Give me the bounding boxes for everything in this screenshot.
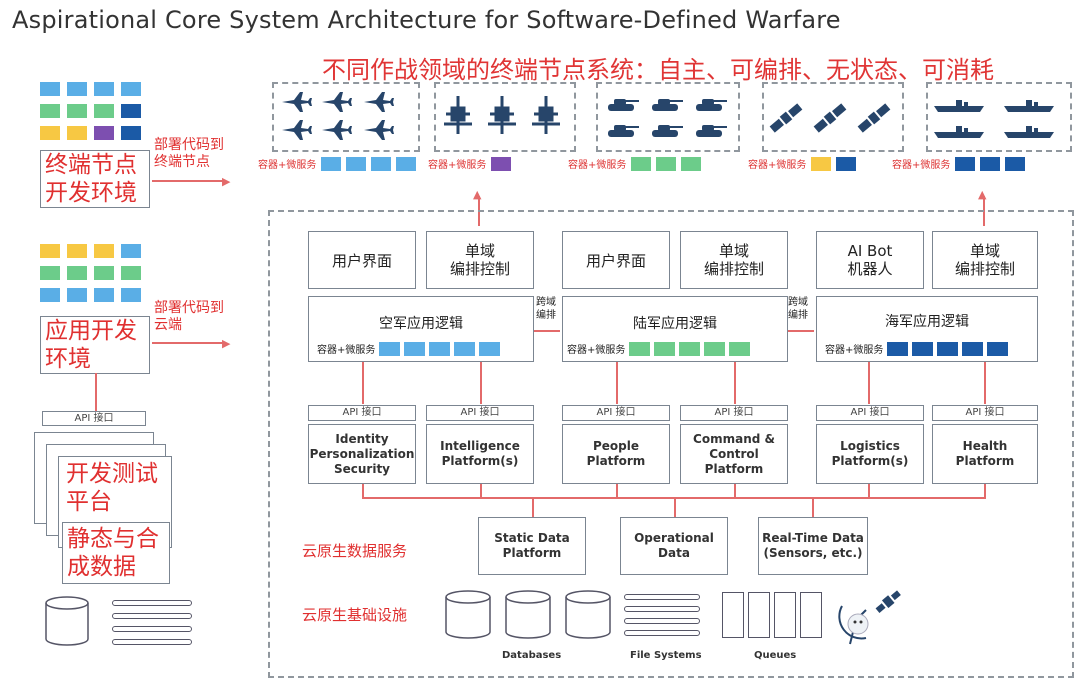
platform-identity: Identity Personalization Security [308, 424, 416, 484]
container-caption: 容器+微服务 [825, 345, 884, 356]
fighter-jet-icon [282, 92, 394, 140]
api-3: API 接口 [562, 405, 670, 421]
endpoint-sea [926, 82, 1072, 152]
platform-command-control: Command & Control Platform [680, 424, 788, 484]
navy-logic-box: 海军应用逻辑 容器+微服务 [816, 296, 1038, 362]
cloud-region [268, 210, 1074, 678]
diagram-subtitle: 不同作战领域的终端节点系统：自主、可编排、无状态、可消耗 [322, 56, 994, 84]
ship-icon [934, 100, 1054, 138]
app-dev-env: 应用开发 环境 [40, 316, 150, 374]
navy-ui: AI Bot 机器人 [816, 231, 924, 289]
navy-ctrl: 单域 编排控制 [932, 231, 1038, 289]
air-logic: 空军应用逻辑 [379, 316, 463, 332]
test-platform-label: 开发测试 平台 [66, 461, 158, 515]
air-ctrl: 单域 编排控制 [426, 231, 534, 289]
air-ui: 用户界面 [308, 231, 416, 289]
deploy-endpoint-label: 部署代码到 终端节点 [154, 137, 224, 170]
container-caption: 容器+微服务 [428, 160, 487, 171]
satellite-small-icon [875, 590, 901, 613]
endpoint-air [272, 82, 420, 152]
tank-icon [608, 99, 727, 137]
databases-label: Databases [502, 650, 562, 661]
land-ctrl: 单域 编排控制 [680, 231, 788, 289]
left-database-icon [45, 596, 89, 646]
left-filesystem-icon [112, 600, 192, 645]
container-caption: 容器+微服务 [748, 160, 807, 171]
endpoint-land [596, 82, 740, 152]
database-icon [445, 590, 611, 639]
container-caption: 容器+微服务 [567, 345, 626, 356]
endpoint-row: 容器+微服务 容器+微服务 容器+微服务 [258, 82, 1072, 182]
data-static: Static Data Platform [478, 517, 586, 575]
api-4: API 接口 [680, 405, 788, 421]
endpoint-drone-containers: 容器+微服务 [428, 156, 512, 171]
container-caption: 容器+微服务 [317, 345, 376, 356]
platform-intelligence: Intelligence Platform(s) [426, 424, 534, 484]
platform-health: Health Platform [932, 424, 1038, 484]
land-logic: 陆军应用逻辑 [633, 316, 717, 332]
queues-label: Queues [754, 650, 797, 661]
container-caption: 容器+微服务 [258, 160, 317, 171]
filesystems-label: File Systems [630, 650, 702, 661]
endpoint-space-containers: 容器+微服务 [748, 156, 857, 171]
endpoint-air-containers: 容器+微服务 [258, 156, 417, 171]
air-logic-box: 空军应用逻辑 容器+微服务 [308, 296, 534, 362]
filesystem-icon [624, 594, 700, 636]
container-caption: 容器+微服务 [892, 160, 951, 171]
app-tile-grid [40, 244, 150, 306]
api-1: API 接口 [308, 405, 416, 421]
endpoint-space [762, 82, 904, 152]
cloud-data-services-label: 云原生数据服务 [302, 542, 408, 560]
endpoint-land-containers: 容器+微服务 [568, 156, 702, 171]
api-6: API 接口 [932, 405, 1038, 421]
endpoint-drone [434, 82, 576, 152]
diagram-title: Aspirational Core System Architecture fo… [12, 6, 841, 34]
api-2: API 接口 [426, 405, 534, 421]
endpoint-dev-env: 终端节点 开发环境 [40, 150, 150, 208]
satellite-icon [769, 102, 892, 134]
navy-logic: 海军应用逻辑 [885, 314, 969, 330]
platform-logistics: Logistics Platform(s) [816, 424, 924, 484]
land-ui: 用户界面 [562, 231, 670, 289]
deploy-cloud-label: 部署代码到 云端 [154, 300, 224, 333]
static-synthetic-data: 静态与合 成数据 [62, 522, 170, 584]
endpoint-sea-containers: 容器+微服务 [892, 156, 1026, 171]
land-logic-box: 陆军应用逻辑 容器+微服务 [562, 296, 788, 362]
queue-icon [722, 592, 822, 638]
drone-icon [444, 94, 562, 136]
cross-domain-1: 跨域 编排 [536, 297, 556, 321]
radar-icon [838, 605, 869, 645]
data-operational: Operational Data [620, 517, 728, 575]
left-api-box: API 接口 [42, 411, 146, 426]
cross-domain-2: 跨域 编排 [788, 297, 808, 321]
endpoint-tile-grid [40, 82, 150, 144]
cloud-infra-label: 云原生基础设施 [302, 606, 408, 624]
api-5: API 接口 [816, 405, 924, 421]
container-caption: 容器+微服务 [568, 160, 627, 171]
platform-people: People Platform [562, 424, 670, 484]
data-realtime: Real-Time Data (Sensors, etc.) [758, 517, 868, 575]
